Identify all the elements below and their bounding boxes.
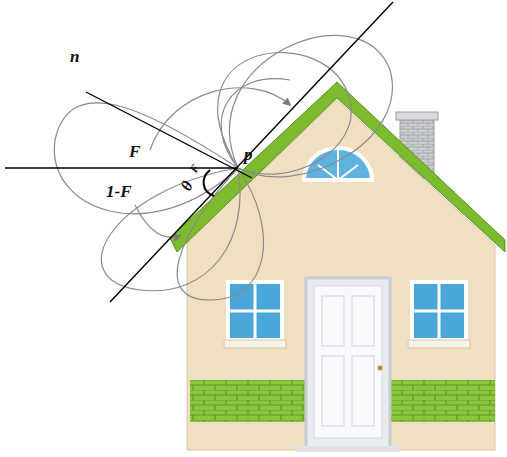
symbol-label: F xyxy=(188,163,201,175)
house xyxy=(170,82,505,452)
symbol-label: p xyxy=(244,146,253,163)
symbol-label: n xyxy=(70,48,79,65)
geometry-lines xyxy=(5,2,393,302)
symbol-label: θ xyxy=(178,179,196,194)
symbol-label: 1-F xyxy=(106,183,132,200)
symbol-label: F xyxy=(129,143,140,160)
